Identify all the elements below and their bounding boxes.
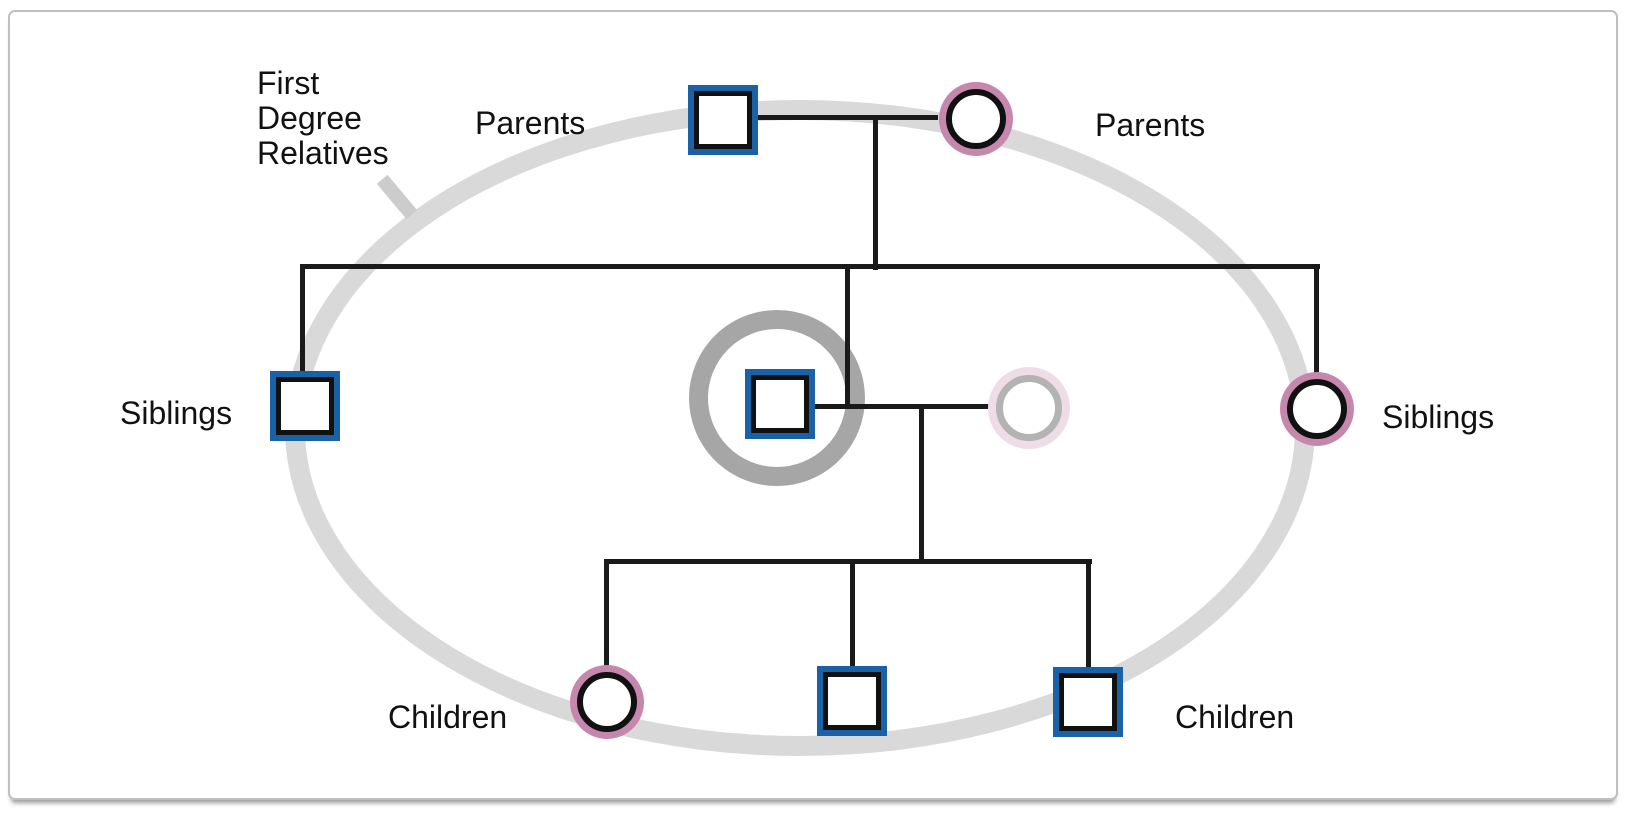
sibling-female-symbol bbox=[1280, 372, 1354, 446]
child-male-middle-symbol-inner bbox=[823, 672, 881, 730]
parents-label-left: Parents bbox=[475, 105, 586, 141]
sibship-line bbox=[300, 264, 1320, 269]
spouse-faded-symbol bbox=[988, 367, 1070, 449]
parents-label-right: Parents bbox=[1095, 107, 1206, 143]
child-middle-drop-line bbox=[850, 562, 855, 666]
child-male-right-symbol bbox=[1053, 667, 1123, 737]
spouse-faded-symbol-inner bbox=[996, 375, 1062, 441]
siblings-label-right: Siblings bbox=[1382, 399, 1495, 435]
sibling-male-symbol-inner bbox=[276, 377, 334, 435]
parents-descent-line bbox=[873, 118, 878, 270]
children-label-left: Children bbox=[388, 699, 508, 735]
sibling-left-drop-line bbox=[300, 267, 305, 373]
sibling-right-drop-line bbox=[1314, 267, 1319, 374]
siblings-label-left: Siblings bbox=[120, 395, 233, 431]
child-right-drop-line bbox=[1086, 562, 1091, 669]
child-male-right-symbol-inner bbox=[1059, 673, 1117, 731]
sibling-female-symbol-inner bbox=[1287, 379, 1347, 439]
mother-symbol-inner bbox=[946, 89, 1006, 149]
first-degree-relatives-annotation: First Degree Relatives bbox=[257, 65, 389, 171]
child-female-symbol bbox=[570, 665, 644, 739]
child-left-drop-line bbox=[604, 562, 609, 666]
parents-marriage-line bbox=[758, 115, 938, 120]
proband-symbol-inner bbox=[751, 375, 809, 433]
mother-symbol bbox=[939, 82, 1013, 156]
sibling-male-symbol bbox=[270, 371, 340, 441]
proband-marriage-line bbox=[815, 404, 990, 409]
father-symbol-inner bbox=[694, 91, 752, 149]
child-female-symbol-inner bbox=[577, 672, 637, 732]
proband-symbol bbox=[745, 369, 815, 439]
children-sibship-line bbox=[604, 559, 1092, 564]
proband-drop-line bbox=[845, 267, 850, 408]
child-male-middle-symbol bbox=[817, 666, 887, 736]
children-label-right: Children bbox=[1175, 699, 1295, 735]
father-symbol bbox=[688, 85, 758, 155]
children-descent-line bbox=[919, 407, 924, 564]
